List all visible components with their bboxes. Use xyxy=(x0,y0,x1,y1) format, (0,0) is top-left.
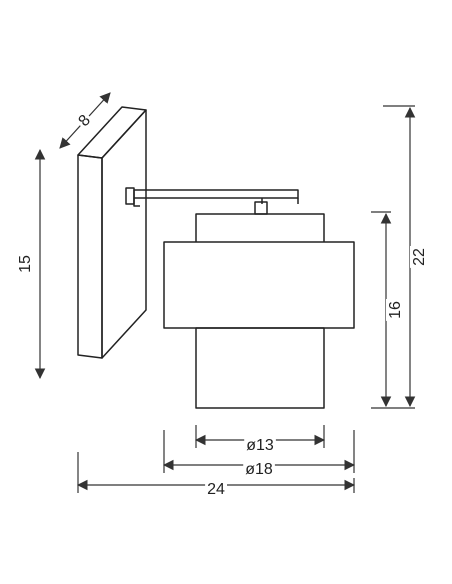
inner-diameter-label: ø13 xyxy=(246,437,274,454)
socket-connector xyxy=(254,201,268,215)
outer-diameter-label: ø18 xyxy=(245,461,273,478)
outer-shade xyxy=(163,241,355,329)
label-backdrop xyxy=(243,460,275,480)
total-width-label: 24 xyxy=(207,481,225,498)
label-backdrop xyxy=(205,480,227,500)
label-backdrop xyxy=(386,299,405,321)
inner-cylinder xyxy=(195,213,325,409)
wall-plate-front xyxy=(77,154,103,359)
label-backdrop xyxy=(410,246,429,268)
shade-height-label: 16 xyxy=(387,301,404,319)
lamp-arm xyxy=(125,187,299,215)
inner-cylinder-top xyxy=(195,213,325,242)
inner-cylinder-bottom xyxy=(195,327,325,409)
plate-height-label: 15 xyxy=(17,255,34,273)
arm-bracket xyxy=(133,198,140,207)
label-backdrop xyxy=(73,109,97,133)
arm-bar xyxy=(133,189,299,199)
label-backdrop xyxy=(16,253,35,275)
arm-mount-block xyxy=(125,187,135,205)
wall-plate-side xyxy=(101,109,147,359)
wall-plate-top xyxy=(77,106,147,159)
wall-plate xyxy=(77,106,147,359)
label-backdrop xyxy=(244,436,276,456)
total-height-label: 22 xyxy=(411,248,428,266)
